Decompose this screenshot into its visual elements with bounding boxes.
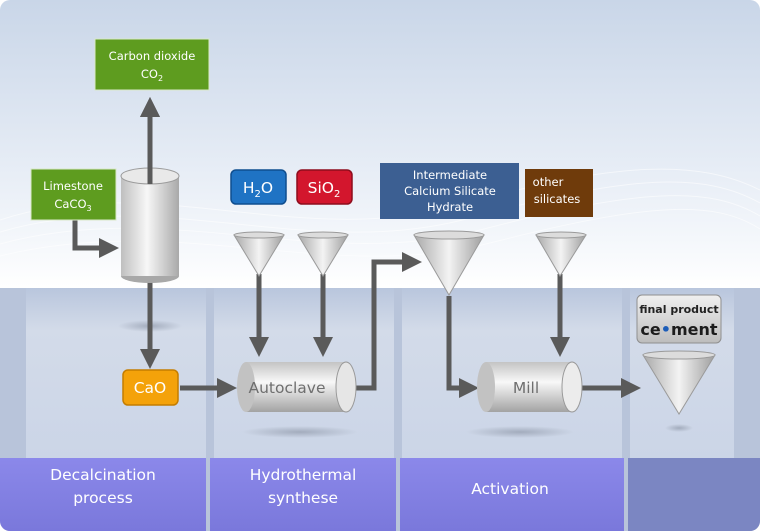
funnel-final-product (642, 350, 716, 415)
cao-box (122, 369, 179, 406)
stage-label-activation: Activation (471, 480, 549, 498)
h2o-formula: H2O (243, 179, 273, 200)
shadow (242, 426, 358, 438)
autoclave-vessel (237, 361, 357, 413)
stage-label-decalcination-1: Decalcination (50, 466, 156, 484)
decalcination-kiln (120, 167, 180, 283)
intermediate-line-3: Hydrate (427, 200, 473, 214)
intermediate-line-1: Intermediate (413, 168, 487, 182)
limestone-box (30, 168, 117, 221)
funnel-intermediate (413, 230, 485, 296)
final-product-badge (636, 294, 722, 344)
mill-label: Mill (513, 379, 539, 397)
arrow-intermediate-to-mill (446, 296, 479, 398)
other-silicates-line-1: other (533, 175, 564, 189)
autoclave-label: Autoclave (248, 379, 325, 397)
limestone-formula: CaCO3 (54, 197, 91, 213)
arrow-limestone-to-kiln (72, 220, 119, 258)
h2o-box (230, 169, 287, 205)
mill-vessel (477, 361, 583, 413)
intermediate-line-2: Calcium Silicate (404, 184, 496, 198)
limestone-label: Limestone (43, 179, 103, 193)
sio2-formula: SiO2 (308, 179, 341, 200)
stage-band-activation (400, 458, 624, 531)
stage-band-decalcination (0, 458, 206, 531)
funnel-sio2 (297, 231, 349, 277)
final-product-label: final product (639, 303, 718, 316)
other-silicates-box (525, 169, 593, 217)
cao-label: CaO (134, 379, 167, 397)
stage-label-decalcination-2: process (73, 489, 133, 507)
carbon-dioxide-formula: CO2 (141, 67, 163, 83)
stage-label-hydrothermal-2: synthese (268, 489, 338, 507)
cement-logo: ce•ment (640, 320, 717, 339)
shadow (665, 424, 693, 432)
stage-band-hydrothermal (210, 458, 396, 531)
arrow-autoclave-to-intermediate (352, 252, 422, 391)
carbon-dioxide-label: Carbon dioxide (109, 49, 196, 63)
funnel-other-silicates (535, 231, 587, 277)
stage-label-hydrothermal-1: Hydrothermal (250, 466, 357, 484)
stage-panel-decalcination (26, 288, 206, 458)
other-silicates-line-2: silicates (534, 192, 581, 206)
stage-band-final (628, 458, 760, 531)
carbon-dioxide-box (94, 38, 210, 91)
shadow (466, 426, 574, 438)
funnel-h2o (233, 231, 285, 277)
flow-arrows (72, 97, 641, 398)
sio2-box (296, 169, 353, 205)
intermediate-box (380, 163, 519, 219)
